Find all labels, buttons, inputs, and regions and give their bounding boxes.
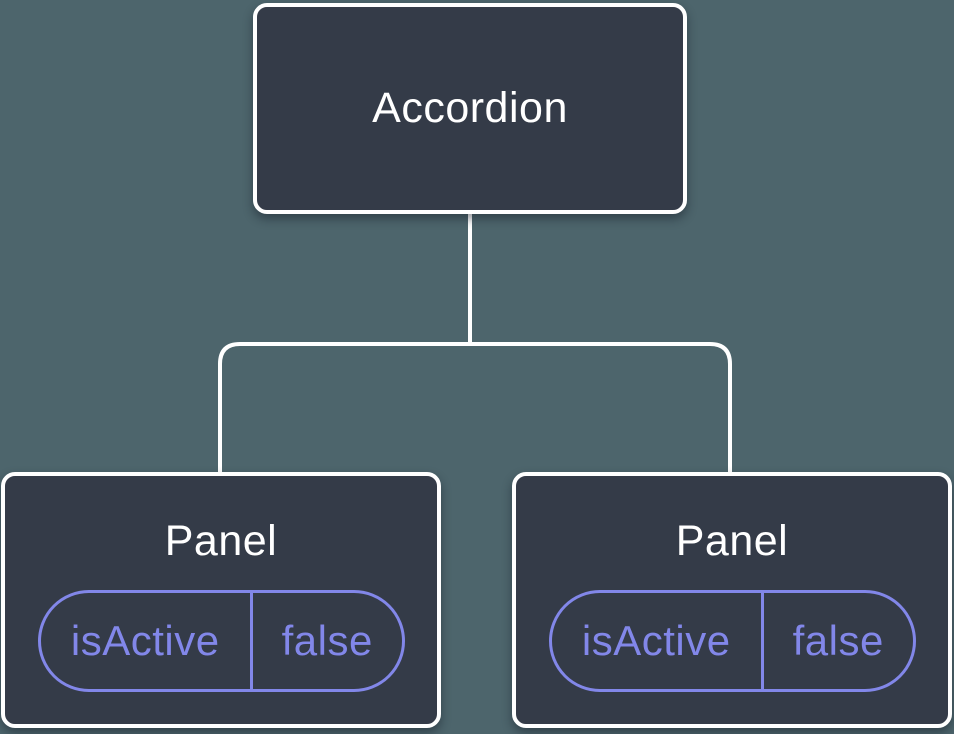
- panel-1-label: Panel: [164, 517, 278, 565]
- panel-1-state-pill: isActive false: [37, 589, 405, 692]
- node-panel-1: Panel isActive false: [1, 472, 441, 728]
- state-value: false: [760, 592, 913, 689]
- panel-2-state-pill: isActive false: [548, 589, 916, 692]
- node-accordion: Accordion: [253, 3, 687, 214]
- state-value: false: [249, 592, 402, 689]
- node-panel-2: Panel isActive false: [512, 472, 952, 728]
- panel-2-label: Panel: [675, 517, 789, 565]
- state-key: isActive: [70, 616, 220, 664]
- connector-branch-line: [218, 342, 732, 472]
- accordion-label: Accordion: [372, 83, 568, 132]
- state-key: isActive: [581, 616, 731, 664]
